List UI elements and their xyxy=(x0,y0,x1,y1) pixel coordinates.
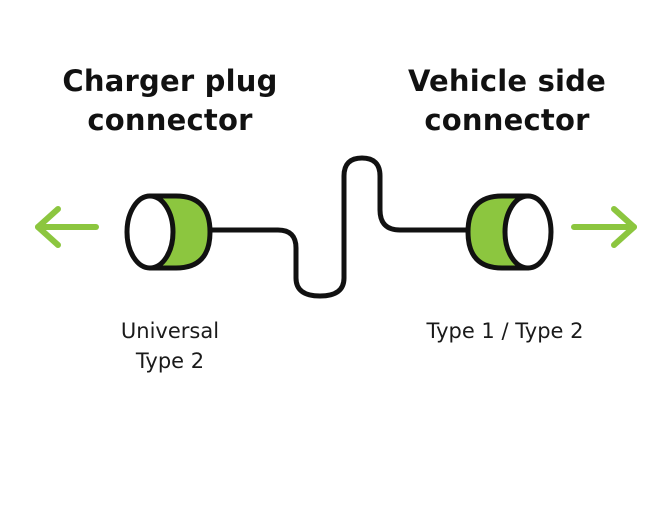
charger-plug-heading-line2: connector xyxy=(87,103,253,137)
vehicle-side-heading: Vehicle side connector xyxy=(357,62,657,140)
arrow-right-icon xyxy=(571,206,637,248)
charger-plug-heading-line1: Charger plug xyxy=(62,64,278,98)
vehicle-side-heading-line1: Vehicle side xyxy=(407,64,607,98)
vehicle-side-heading-line2: connector xyxy=(424,103,590,137)
arrow-left-icon xyxy=(35,206,99,248)
charger-plug-caption-line2: Type 2 xyxy=(135,349,205,373)
charger-plug-caption-line1: Universal xyxy=(120,319,220,343)
charger-plug-caption: Universal Type 2 xyxy=(70,316,270,376)
charger-plug-heading: Charger plug connector xyxy=(20,62,320,140)
vehicle-side-caption: Type 1 / Type 2 xyxy=(380,316,630,346)
vehicle-side-caption-line1: Type 1 / Type 2 xyxy=(426,319,584,343)
plug-connector-icon xyxy=(124,193,213,271)
cable xyxy=(205,155,473,299)
plug-connector-icon xyxy=(465,193,554,271)
